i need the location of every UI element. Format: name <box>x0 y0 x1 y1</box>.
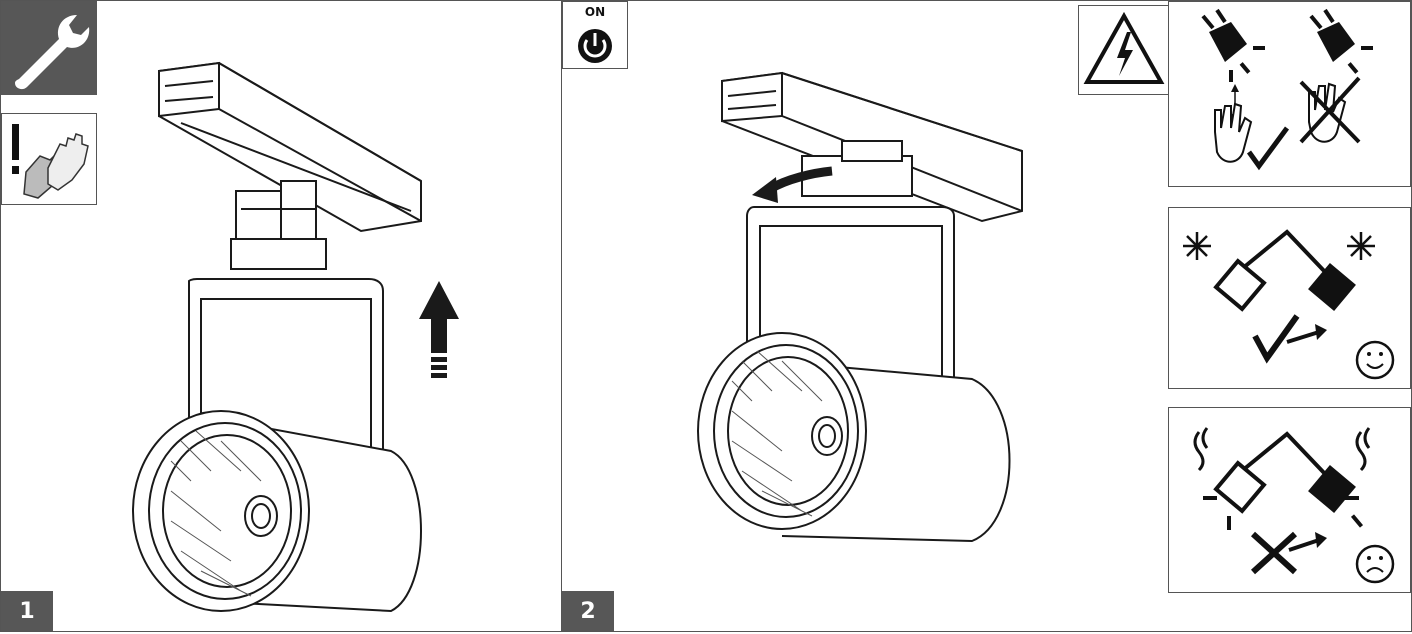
cold-swap-ok-icon <box>1168 207 1411 389</box>
wrench-icon <box>1 1 97 95</box>
gloves-warning-icon <box>1 113 97 205</box>
plug-hand-icons <box>1168 1 1411 187</box>
track-spotlight-locking-illustration <box>697 71 1023 543</box>
step-1-panel: 1 <box>0 0 562 632</box>
track-spotlight-mounting-illustration <box>132 61 459 613</box>
step-2-panel: ON <box>561 0 1412 632</box>
electric-warning-icon <box>1078 5 1170 95</box>
plug-hand-ok-icon <box>1201 8 1290 171</box>
step-number-badge: 2 <box>562 591 614 631</box>
step-number-badge: 1 <box>1 591 53 631</box>
power-on-icon: ON <box>562 1 628 69</box>
power-on-label: ON <box>584 5 606 19</box>
plug-hand-forbidden-icon <box>1299 8 1373 144</box>
hot-swap-forbidden-icon <box>1168 407 1411 593</box>
